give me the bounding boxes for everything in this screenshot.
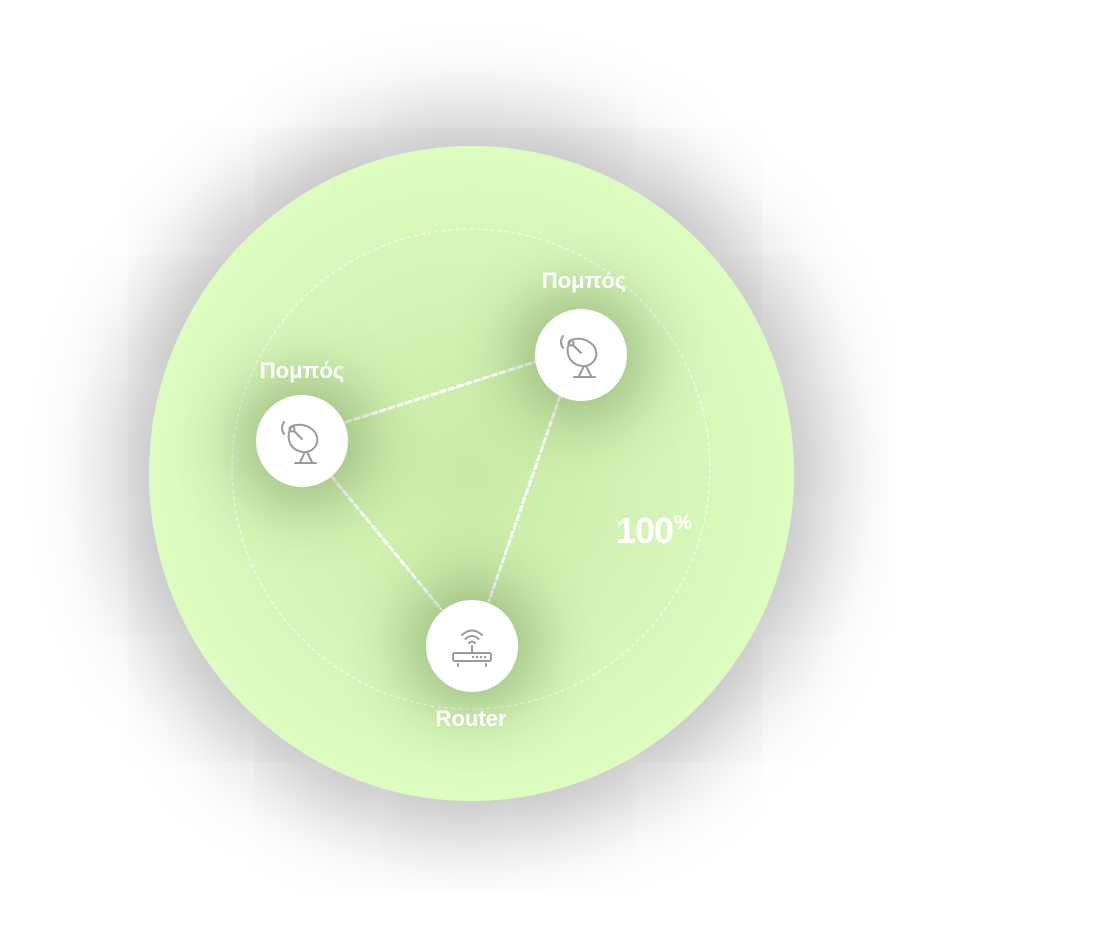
link-transmitter-router-2 xyxy=(487,394,562,603)
wifi-router-icon xyxy=(452,629,492,667)
router-label: Router xyxy=(435,706,507,731)
transmitter-label-right: Πομπός xyxy=(541,268,627,293)
satellite-dish-icon xyxy=(560,335,598,378)
link-transmitter-router xyxy=(330,475,443,611)
transmitter-node-right[interactable] xyxy=(535,309,627,401)
signal-unit: % xyxy=(674,512,692,534)
satellite-dish-icon xyxy=(281,421,319,464)
transmitter-node-left[interactable] xyxy=(256,395,348,487)
router-node[interactable] xyxy=(426,600,518,692)
transmitter-label-left: Πομπός xyxy=(259,358,345,383)
link-transmitter-transmitter xyxy=(344,360,537,424)
signal-strength: 100% xyxy=(616,510,692,552)
signal-value: 100 xyxy=(616,510,674,551)
range-ring xyxy=(231,228,711,710)
